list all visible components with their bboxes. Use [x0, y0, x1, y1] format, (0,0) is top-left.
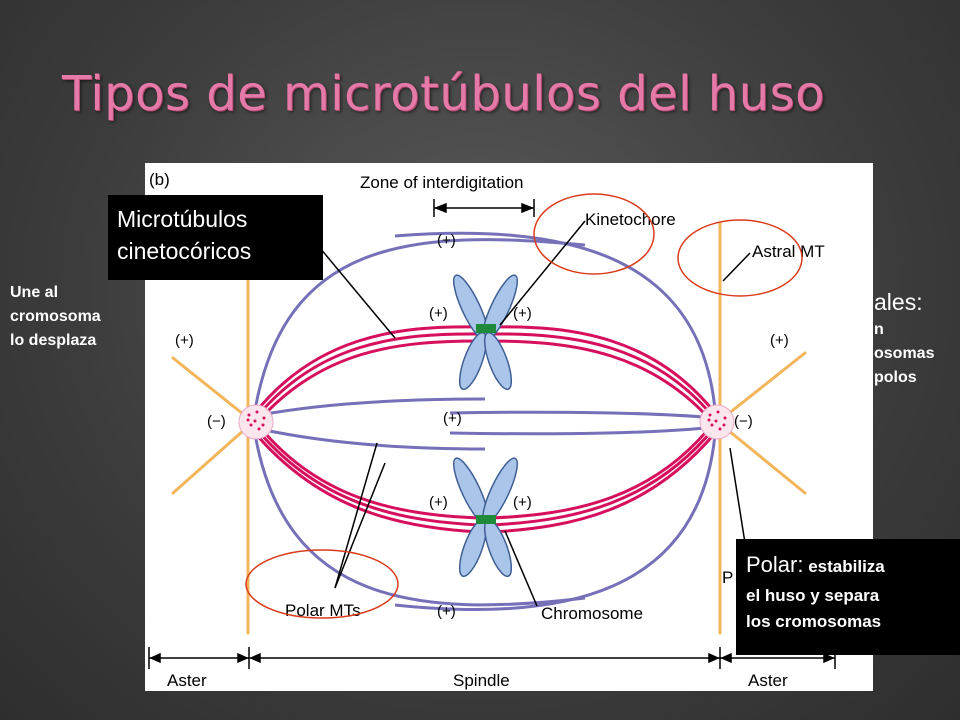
- callout-line: cinetocóricos: [117, 238, 252, 264]
- pointer-polar-2: [334, 442, 378, 589]
- plus-label: (+): [513, 494, 532, 511]
- plus-label: (+): [429, 305, 448, 322]
- pointer-astral: [722, 252, 751, 282]
- zone-arrow: [433, 199, 535, 217]
- astral-label: Astral MT: [752, 242, 825, 261]
- pointer-polar-1: [334, 462, 386, 589]
- callout-rest: estabiliza: [803, 557, 885, 576]
- left-astral-up: [171, 356, 255, 424]
- pointer-chromosome: [504, 530, 538, 607]
- polar-mt-top-left: [253, 238, 586, 411]
- left-note: Une al cromosoma lo desplaza: [10, 281, 144, 353]
- polar-mt-mid-left-1: [259, 397, 486, 417]
- polar-mt-mid-left-2: [259, 427, 486, 451]
- callout-line: Microtúbulos: [117, 206, 248, 232]
- plus-label: (+): [429, 494, 448, 511]
- left-astral-down: [171, 420, 255, 495]
- polar-mt-bottom-right: [394, 433, 717, 612]
- plus-label: (+): [770, 332, 789, 349]
- plus-label: (+): [513, 305, 532, 322]
- panel-label: (b): [149, 170, 170, 189]
- chromosome-bottom: [452, 457, 519, 578]
- callout-word: Polar:: [746, 552, 804, 577]
- right-note: ales: n osomas polos: [874, 286, 960, 390]
- polar-mt-mid-right-1: [449, 410, 714, 420]
- kmt-top-left-1: [253, 325, 481, 414]
- spindle-label: Spindle: [453, 671, 510, 690]
- kmt-bottom-right-1: [489, 420, 717, 520]
- bottom-scale: [148, 647, 836, 669]
- right-note-line: polos: [874, 369, 917, 386]
- kmt-bottom-right-3: [489, 432, 717, 534]
- right-note-line: osomas: [874, 345, 935, 362]
- callout-line: los cromosomas: [746, 612, 882, 631]
- kinetochores: [476, 324, 496, 524]
- callout-line: el huso y separa: [746, 586, 880, 605]
- minus-label: (−): [734, 413, 753, 430]
- right-astral-up: [716, 351, 807, 424]
- centrosomes: [238, 404, 735, 440]
- left-note-line: Une al: [10, 284, 59, 301]
- left-note-line: lo desplaza: [10, 332, 97, 349]
- kmt-top-left-3: [253, 339, 481, 426]
- kmt-bottom-left-3: [253, 432, 481, 534]
- minus-label: (−): [207, 413, 226, 430]
- left-note-line: cromosoma: [10, 308, 101, 325]
- kinetochore-label: Kinetochore: [585, 210, 676, 229]
- kmt-top-right-1: [489, 325, 717, 414]
- aster-left-label: Aster: [167, 671, 207, 690]
- zone-label: Zone of interdigitation: [360, 173, 524, 192]
- right-note-line: ales:: [874, 289, 923, 315]
- kmt-top-right-2: [489, 332, 717, 420]
- right-note-line: n: [874, 321, 884, 338]
- plus-label: (+): [175, 332, 194, 349]
- kmt-top-right-3: [489, 339, 717, 426]
- callout-line: Polar: estabiliza: [746, 549, 960, 583]
- polar-mts-label: Polar MTs: [285, 601, 361, 620]
- chromosome-label: Chromosome: [541, 604, 643, 623]
- polar-mt-mid-right-2: [449, 425, 714, 436]
- pointer-polar-right: [729, 447, 746, 544]
- aster-right-label: Aster: [748, 671, 788, 690]
- right-astral-down: [716, 420, 807, 495]
- polar-microtubules: [253, 231, 717, 612]
- polar-right-partial-label: P: [722, 568, 733, 587]
- polar-mt-callout: Polar: estabiliza el huso y separa los c…: [736, 539, 960, 655]
- kinetochore-mt-callout: Microtúbulos cinetocóricos: [108, 195, 323, 280]
- plus-label: (+): [443, 410, 462, 427]
- slide-title: Tipos de microtúbulos del huso: [62, 66, 825, 122]
- kmt-top-left-2: [253, 332, 481, 420]
- plus-label: (+): [437, 603, 456, 620]
- kmt-bottom-right-2: [489, 426, 717, 527]
- kmt-bottom-left-1: [253, 420, 481, 520]
- plus-label: (+): [437, 232, 456, 249]
